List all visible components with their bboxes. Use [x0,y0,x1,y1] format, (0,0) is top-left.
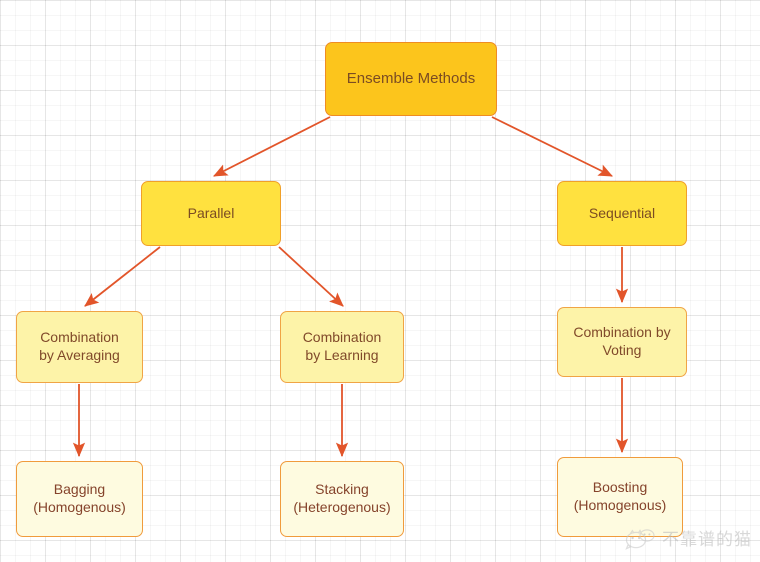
edge-root-parallel [213,116,331,177]
node-label: Ensemble Methods [346,70,476,88]
node-label: Parallel [187,204,235,221]
edge-parallel-averaging [84,246,161,307]
node-combination-by-averaging[interactable]: Combination by Averaging [16,311,143,383]
node-bagging[interactable]: Bagging (Homogenous) [16,461,143,537]
node-parallel[interactable]: Parallel [141,181,281,246]
node-boosting[interactable]: Boosting (Homogenous) [557,457,683,537]
edge-parallel-learning [278,246,344,307]
node-label: Boosting (Homogenous) [573,479,667,513]
node-label: Bagging (Homogenous) [33,481,126,515]
node-label: Combination by Learning [302,329,382,363]
node-label: Stacking (Heterogenous) [293,481,391,515]
node-combination-by-learning[interactable]: Combination by Learning [280,311,404,383]
node-label: Sequential [588,204,656,221]
node-label: Combination by Averaging [39,329,120,363]
node-sequential[interactable]: Sequential [557,181,687,246]
node-ensemble-methods[interactable]: Ensemble Methods [325,42,497,116]
node-combination-by-voting[interactable]: Combination by Voting [557,307,687,377]
node-stacking[interactable]: Stacking (Heterogenous) [280,461,404,537]
edge-root-sequential [491,116,613,177]
node-label: Combination by Voting [573,324,671,358]
